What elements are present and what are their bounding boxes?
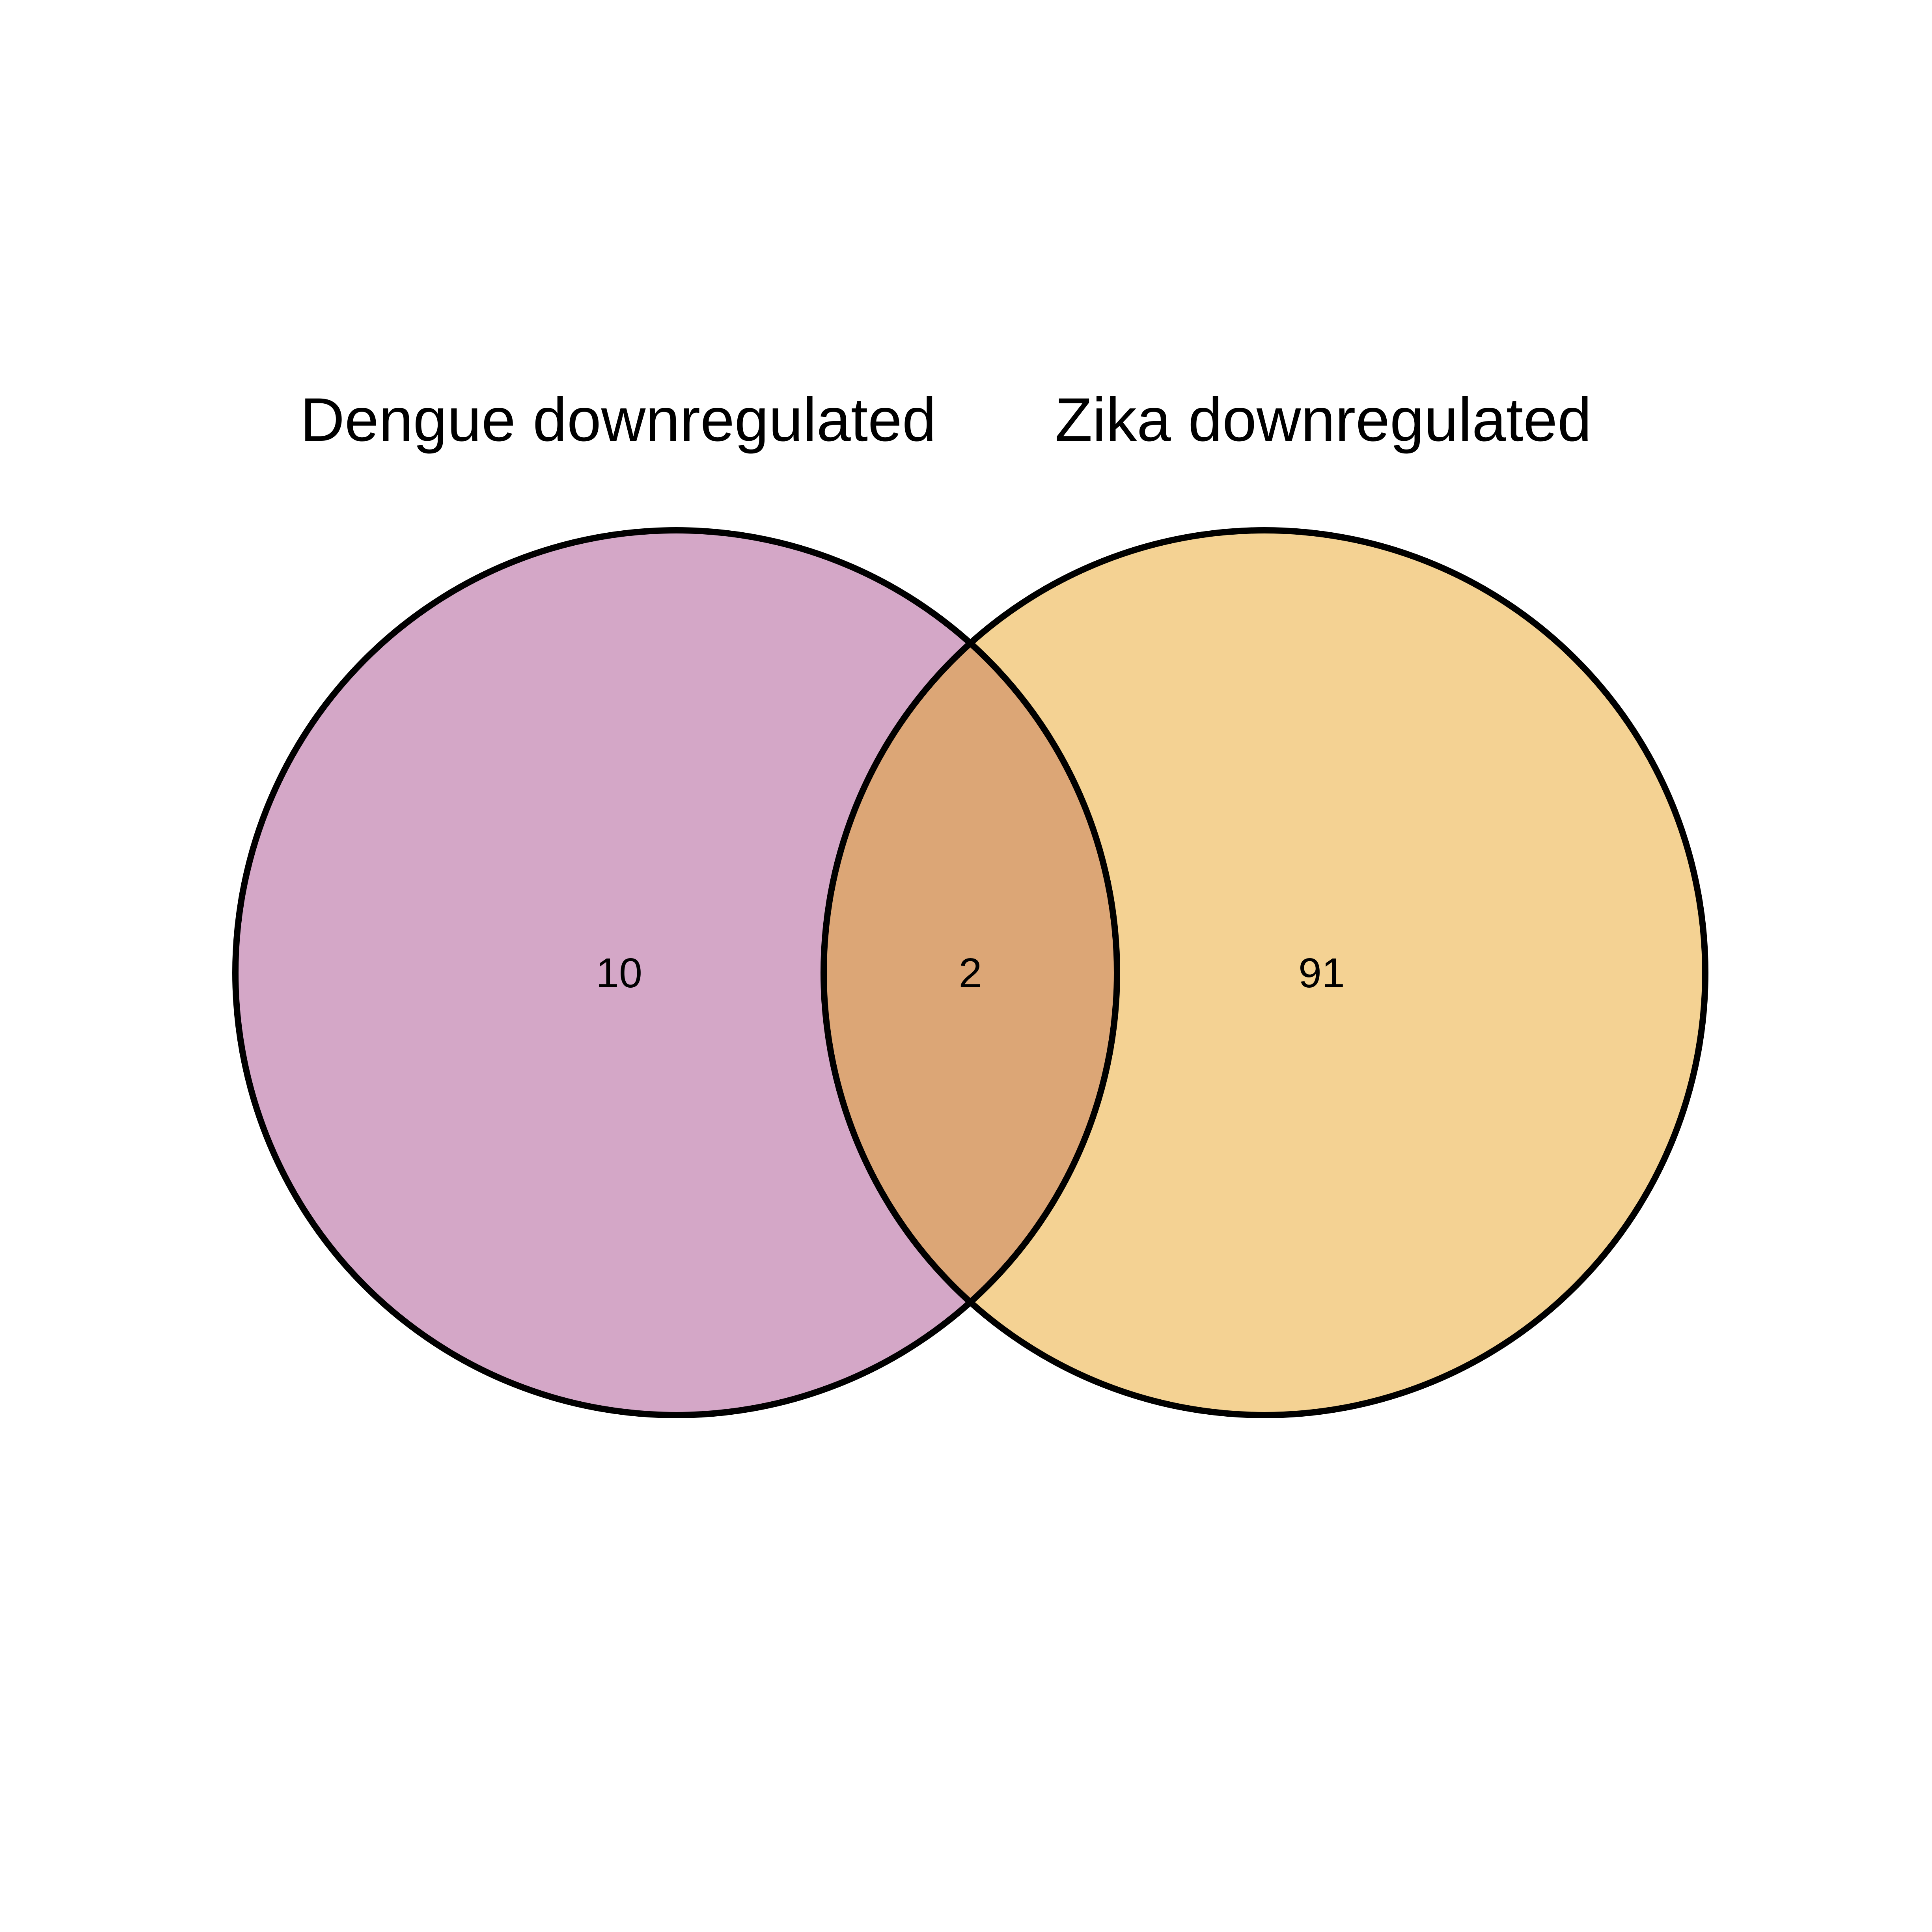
dengue-set-outline [232, 527, 1120, 1418]
dengue-set-title: Dengue downregulated [300, 386, 936, 454]
intersection-count: 2 [959, 950, 982, 996]
intersection-fill [824, 530, 1117, 1415]
dengue-only-count: 10 [596, 950, 642, 996]
zika-only-count: 91 [1298, 950, 1345, 996]
zika-set-outline [821, 527, 1708, 1418]
zika-set-title: Zika downregulated [1055, 386, 1592, 454]
